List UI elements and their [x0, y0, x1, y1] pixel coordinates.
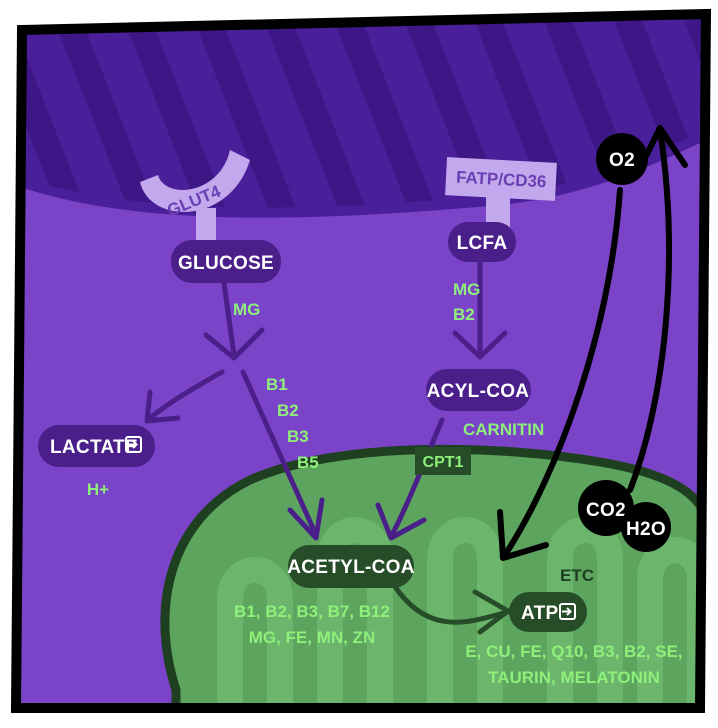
pdh-b1-label: B1: [266, 375, 288, 394]
acetyl-coa-node: ACETYL-COA: [287, 545, 415, 588]
lcfa-label: LCFA: [457, 233, 508, 254]
cpt1-transporter: CPT1: [415, 447, 471, 475]
h2o-node: H2O: [621, 502, 671, 552]
cpt1-label: CPT1: [423, 454, 464, 471]
glucose-label: GLUCOSE: [178, 253, 274, 274]
acetyl-coa-label: ACETYL-COA: [287, 557, 415, 578]
acetyl-cofactors-line2: MG, FE, MN, ZN: [249, 628, 376, 647]
carnitin-label: CARNITIN: [463, 420, 544, 439]
pdh-b5-label: B5: [297, 453, 319, 472]
o2-label: O2: [609, 150, 635, 171]
lcfa-mg-label: MG: [453, 280, 480, 299]
pdh-b2-label: B2: [277, 401, 299, 420]
atp-node: ATP: [509, 592, 587, 632]
co2-label: CO2: [586, 500, 626, 521]
atp-cofactors-line1: E, CU, FE, Q10, B3, B2, SE,: [465, 642, 682, 661]
lcfa-node: LCFA: [448, 222, 516, 262]
h2o-label: H2O: [626, 519, 666, 540]
atp-cofactors-line2: TAURIN, MELATONIN: [488, 668, 660, 687]
atp-label: ATP: [521, 603, 559, 624]
acyl-coa-node: ACYL-COA: [426, 369, 531, 411]
lactate-h-label: H+: [87, 480, 109, 499]
o2-node: O2: [596, 133, 648, 185]
pdh-b3-label: B3: [287, 427, 309, 446]
lactate-label: LACTATE: [50, 437, 138, 458]
glucose-node: GLUCOSE: [171, 240, 281, 283]
lcfa-b2-label: B2: [453, 305, 475, 324]
lactate-node: LACTATE: [38, 425, 155, 467]
etc-label: ETC: [560, 566, 594, 585]
acetyl-cofactors-line1: B1, B2, B3, B7, B12: [234, 602, 390, 621]
acyl-coa-label: ACYL-COA: [427, 381, 530, 402]
glucose-mg-label: MG: [233, 300, 260, 319]
